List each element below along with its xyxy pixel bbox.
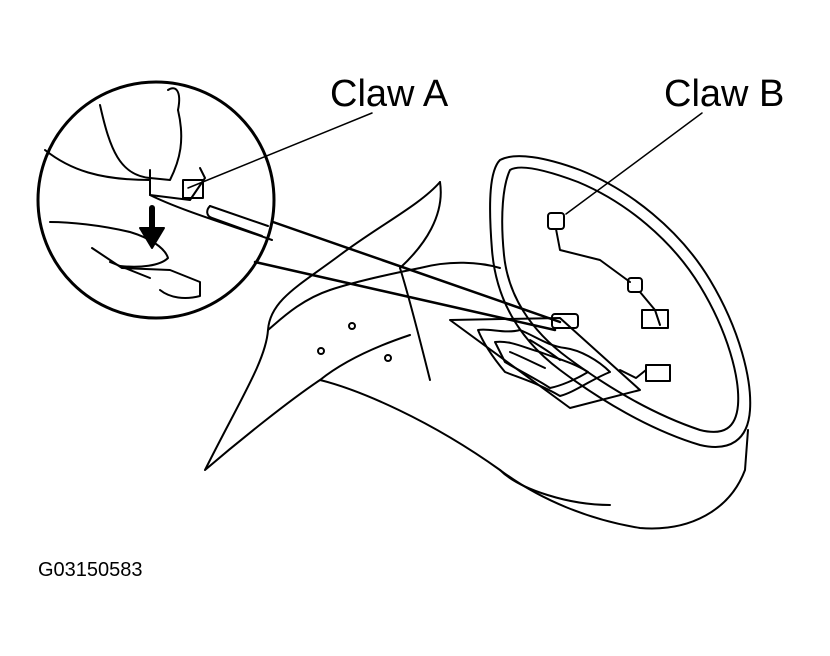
clip-icon: [628, 278, 642, 292]
magnifier-circle: [38, 82, 274, 318]
mount-hole: [349, 323, 355, 329]
claw-a-label: Claw A: [330, 73, 449, 115]
figure-code: G03150583: [38, 559, 143, 581]
claw-a-detail: [150, 168, 205, 200]
claw-a-hook: [552, 314, 578, 328]
mount-hole: [318, 348, 324, 354]
claw-b-hook: [548, 213, 564, 229]
claw-a-leader: [188, 113, 372, 188]
detail-callout: [38, 82, 560, 330]
claw-b-leader: [566, 113, 702, 214]
mirror-back-plate: [490, 156, 750, 447]
connector-tab: [642, 310, 668, 328]
mount-hole: [385, 355, 391, 361]
claw-a-slot: [183, 180, 203, 198]
mirror-housing: [205, 182, 748, 528]
actuator-assembly: [450, 314, 640, 408]
arrow-head-icon: [140, 228, 164, 248]
connector-tab: [646, 365, 670, 381]
claw-b-label: Claw B: [664, 73, 785, 115]
